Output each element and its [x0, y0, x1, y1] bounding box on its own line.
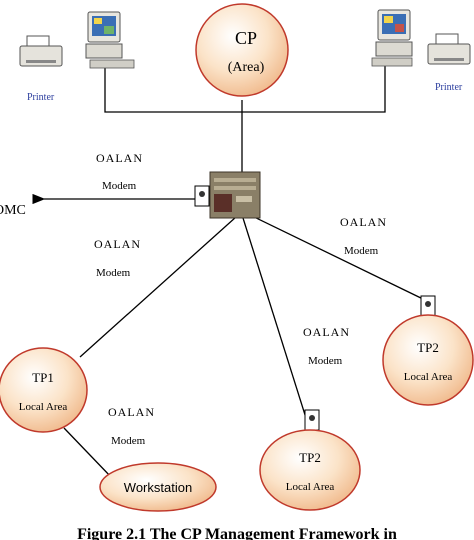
omc-label: OMC — [0, 203, 26, 218]
printer-label-left: Printer — [27, 92, 55, 103]
link-label-bottom-line2: Modem — [308, 355, 343, 367]
tp1-node[interactable]: TP1 Local Area — [0, 347, 88, 433]
link-label-mid-left: OALAN Modem — [94, 237, 141, 279]
tp2-right-subtitle: Local Area — [404, 371, 453, 383]
printer-bus-line — [104, 66, 386, 113]
left-computer-icon — [85, 11, 135, 69]
link-label-right: OALAN Modem — [340, 215, 387, 257]
link-label-workstation-line2: Modem — [111, 435, 146, 447]
workstation-label: Workstation — [124, 480, 192, 495]
left-printer-icon — [19, 35, 63, 67]
server-hub-icon — [209, 171, 261, 219]
link-label-mid-left-line2: Modem — [96, 267, 131, 279]
cp-node[interactable]: CP (Area) — [195, 3, 289, 97]
tp2-bottom-subtitle: Local Area — [286, 481, 335, 493]
tp1-title: TP1 — [32, 370, 54, 385]
connection-lines — [32, 66, 426, 479]
workstation-node[interactable]: Workstation — [99, 462, 217, 512]
tp2-bottom-node[interactable]: TP2 Local Area — [259, 429, 361, 511]
link-label-right-line2: Modem — [344, 245, 379, 257]
hub-to-tp2-right-line — [247, 213, 426, 301]
tp1-to-workstation-line — [63, 427, 113, 479]
hub-to-tp1-line — [79, 216, 237, 358]
link-label-top-left-line1: OALAN — [96, 151, 143, 165]
tp2-bottom-title: TP2 — [299, 450, 321, 465]
link-label-top-left-line2: Modem — [102, 180, 137, 192]
cp-title: CP — [235, 28, 257, 48]
tp2-bottom-modem-icon — [304, 409, 320, 431]
link-label-right-line1: OALAN — [340, 215, 387, 229]
hub-to-tp2-bottom-line — [242, 217, 307, 419]
right-printer-icon — [427, 33, 471, 65]
cp-subtitle: (Area) — [228, 60, 265, 75]
printer-label-right: Printer — [435, 82, 463, 93]
link-label-mid-left-line1: OALAN — [94, 237, 141, 251]
modem-icon — [194, 185, 210, 207]
link-label-bottom-line1: OALAN — [303, 325, 350, 339]
link-label-workstation-line1: OALAN — [108, 405, 155, 419]
tp2-right-modem-icon — [420, 295, 436, 317]
tp2-right-title: TP2 — [417, 340, 439, 355]
link-label-workstation: OALAN Modem — [108, 405, 155, 447]
link-label-top-left: OALAN Modem — [96, 151, 143, 192]
link-label-bottom: OALAN Modem — [303, 325, 350, 367]
tp2-right-node[interactable]: TP2 Local Area — [382, 314, 474, 406]
right-computer-icon — [371, 9, 413, 67]
figure-caption: Figure 2.1 The CP Management Framework i… — [77, 526, 397, 540]
tp1-subtitle: Local Area — [19, 401, 68, 413]
